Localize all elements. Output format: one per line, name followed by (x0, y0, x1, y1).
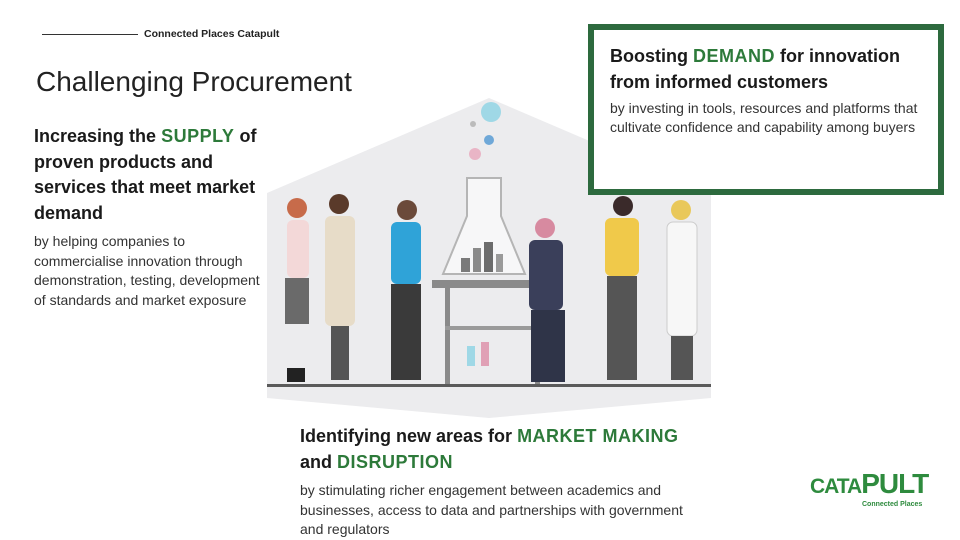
supply-heading: Increasing the SUPPLY of proven products… (34, 124, 274, 226)
person-body (529, 240, 563, 310)
demand-heading: Boosting DEMAND for innovation from info… (610, 44, 938, 95)
person-body (666, 221, 698, 337)
person-legs (285, 278, 309, 324)
person-legs (331, 326, 349, 380)
market-keyword-1: MARKET MAKING (517, 426, 679, 446)
person-body (287, 220, 309, 278)
bubble (469, 148, 481, 160)
catapult-logo: CATAPULT Connected Places (810, 468, 930, 512)
person-legs (531, 310, 565, 382)
market-section: Identifying new areas for MARKET MAKING … (300, 424, 690, 540)
person-body (391, 222, 421, 284)
supply-heading-post: of proven products and services that mee… (34, 126, 257, 223)
flask (441, 177, 527, 275)
demand-body: by investing in tools, resources and pla… (610, 100, 918, 135)
person-body (605, 218, 639, 276)
logo-pult: PULT (861, 468, 929, 499)
demand-box: Boosting DEMAND for innovation from info… (588, 24, 944, 195)
flask-building (473, 248, 481, 272)
flask-building (496, 254, 503, 272)
market-body: by stimulating richer engagement between… (300, 482, 683, 537)
logo-subtitle: Connected Places (862, 501, 923, 508)
lab-table-shelf (445, 326, 540, 330)
market-heading: Identifying new areas for MARKET MAKING … (300, 424, 690, 475)
logo-wordmark: CATAPULT (810, 468, 929, 500)
bubble (481, 102, 501, 122)
market-heading-mid: and (300, 451, 333, 472)
flask-building (484, 242, 493, 272)
person-head (287, 198, 307, 218)
person-body (325, 216, 355, 326)
market-heading-pre: Identifying new areas for (300, 426, 513, 446)
person-head (535, 218, 555, 238)
person-shoes (287, 368, 305, 382)
person-head (671, 200, 691, 220)
supply-heading-pre: Increasing the (34, 126, 157, 146)
market-keyword-2: DISRUPTION (337, 451, 454, 472)
person-head (329, 194, 349, 214)
demand-heading-pre: Boosting (610, 46, 688, 66)
person-legs (607, 276, 637, 380)
header-rule (42, 34, 138, 35)
bubble (484, 135, 494, 145)
demand-keyword: DEMAND (693, 46, 776, 66)
person-head (613, 196, 633, 216)
test-tube (481, 342, 489, 366)
lab-table-top (432, 280, 552, 288)
flask-building (461, 258, 470, 272)
supply-keyword: SUPPLY (161, 126, 235, 146)
floor-line (267, 384, 711, 387)
bubble (470, 121, 476, 127)
lab-table-leg (445, 288, 450, 384)
person-head (397, 200, 417, 220)
supply-body: by helping companies to commercialise in… (34, 233, 260, 308)
page-title: Challenging Procurement (36, 66, 352, 97)
supply-section: Increasing the SUPPLY of proven products… (34, 124, 274, 310)
logo-cata: CATA (810, 475, 862, 498)
person-legs (671, 336, 693, 380)
person-legs (391, 284, 421, 380)
test-tube (467, 346, 475, 366)
demand-heading-post: for innovation from informed customers (610, 46, 901, 92)
header-label: Connected Places Catapult (144, 28, 280, 40)
